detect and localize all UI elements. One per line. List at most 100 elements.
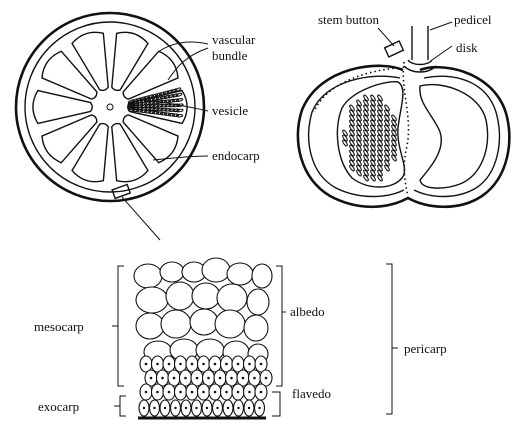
label-stem-button: stem button: [318, 12, 380, 27]
cell-nucleus: [202, 363, 205, 366]
cross-section: [16, 13, 204, 201]
cell-nucleus: [145, 363, 148, 366]
cell-nucleus: [161, 377, 164, 380]
albedo-cell: [136, 287, 168, 313]
cell-nucleus: [237, 363, 240, 366]
vesicle-mark: [176, 114, 183, 117]
cell-nucleus: [216, 407, 218, 409]
cross-section-core: [107, 104, 113, 110]
segment: [112, 124, 148, 182]
exocarp-bracket: [114, 396, 126, 416]
cell-nucleus: [168, 363, 171, 366]
cell-nucleus: [253, 377, 256, 380]
cell-nucleus: [225, 391, 228, 394]
cell-nucleus: [248, 363, 251, 366]
pedicel-stem: [412, 26, 428, 60]
vesicle-mark: [177, 109, 184, 112]
disk-leader: [432, 46, 452, 60]
cell-nucleus: [145, 391, 148, 394]
segment: [112, 32, 148, 90]
label-pericarp: pericarp: [404, 341, 447, 356]
albedo-cell: [134, 264, 162, 288]
stem-button-shape: [385, 41, 404, 57]
cell-nucleus: [191, 363, 194, 366]
flavedo-cells: [140, 356, 272, 400]
label-vascular: vascular: [212, 32, 256, 47]
albedo-cell: [202, 258, 230, 282]
label-exocarp: exocarp: [38, 399, 79, 414]
flavedo-bracket: [272, 392, 280, 416]
albedo-cell: [215, 310, 245, 338]
cell-nucleus: [237, 407, 239, 409]
cell-nucleus: [184, 377, 187, 380]
cell-nucleus: [206, 407, 208, 409]
albedo-bracket: [276, 266, 282, 386]
albedo-cell: [190, 309, 218, 335]
cell-nucleus: [260, 391, 263, 394]
pericarp-enlargement: [134, 258, 272, 418]
segment: [72, 124, 108, 182]
fruit-inner-peel: [414, 76, 499, 196]
cross-section-leaders: [122, 42, 208, 240]
longitudinal-leaders: [378, 22, 452, 60]
cell-nucleus: [150, 377, 153, 380]
cell-nucleus: [179, 391, 182, 394]
zoom-leader: [122, 197, 160, 240]
label-endocarp: endocarp: [212, 148, 260, 163]
albedo-cell: [227, 263, 253, 285]
endocarp-leader: [153, 156, 208, 160]
segment: [42, 51, 97, 99]
albedo-cell: [161, 310, 191, 338]
cell-nucleus: [168, 391, 171, 394]
cell-nucleus: [225, 363, 228, 366]
longitudinal-vesicle-texture: [342, 94, 397, 181]
cell-nucleus: [258, 407, 260, 409]
albedo-cell: [192, 283, 220, 309]
segment: [123, 51, 178, 99]
albedo-cell: [244, 315, 268, 341]
cell-nucleus: [260, 363, 263, 366]
albedo-cell: [247, 289, 269, 315]
segment: [72, 32, 108, 90]
albedo-cell: [217, 284, 247, 312]
albedo-cell: [136, 313, 164, 339]
cell-nucleus: [153, 407, 155, 409]
label-pedicel: pedicel: [454, 12, 492, 27]
cell-nucleus: [174, 407, 176, 409]
cell-nucleus: [191, 391, 194, 394]
cell-nucleus: [207, 377, 210, 380]
cell-nucleus: [195, 407, 197, 409]
vesicle-mark: [176, 93, 183, 97]
cell-nucleus: [156, 391, 159, 394]
cell-nucleus: [156, 363, 159, 366]
cell-nucleus: [214, 391, 217, 394]
cell-nucleus: [237, 391, 240, 394]
albedo-cell: [252, 264, 272, 288]
right-segment: [420, 85, 488, 188]
exocarp-cells: [139, 400, 265, 416]
cell-nucleus: [248, 407, 250, 409]
segment: [42, 115, 97, 163]
label-albedo: albedo: [290, 304, 325, 319]
label-flavedo: flavedo: [292, 386, 331, 401]
disk: [408, 60, 432, 65]
albedo-cell: [160, 262, 184, 282]
cell-nucleus: [265, 377, 268, 380]
cell-nucleus: [214, 363, 217, 366]
cell-nucleus: [202, 391, 205, 394]
cell-nucleus: [219, 377, 222, 380]
albedo-cell: [166, 282, 194, 310]
segment: [123, 115, 178, 163]
cell-nucleus: [179, 363, 182, 366]
albedo-cells: [134, 258, 272, 364]
cell-nucleus: [242, 377, 245, 380]
label-bundle: bundle: [212, 48, 248, 63]
pericarp-bracket: [386, 264, 398, 414]
label-mesocarp: mesocarp: [34, 319, 84, 334]
stem-button-leader: [378, 28, 394, 46]
cell-nucleus: [248, 391, 251, 394]
cell-nucleus: [164, 407, 166, 409]
cell-nucleus: [185, 407, 187, 409]
